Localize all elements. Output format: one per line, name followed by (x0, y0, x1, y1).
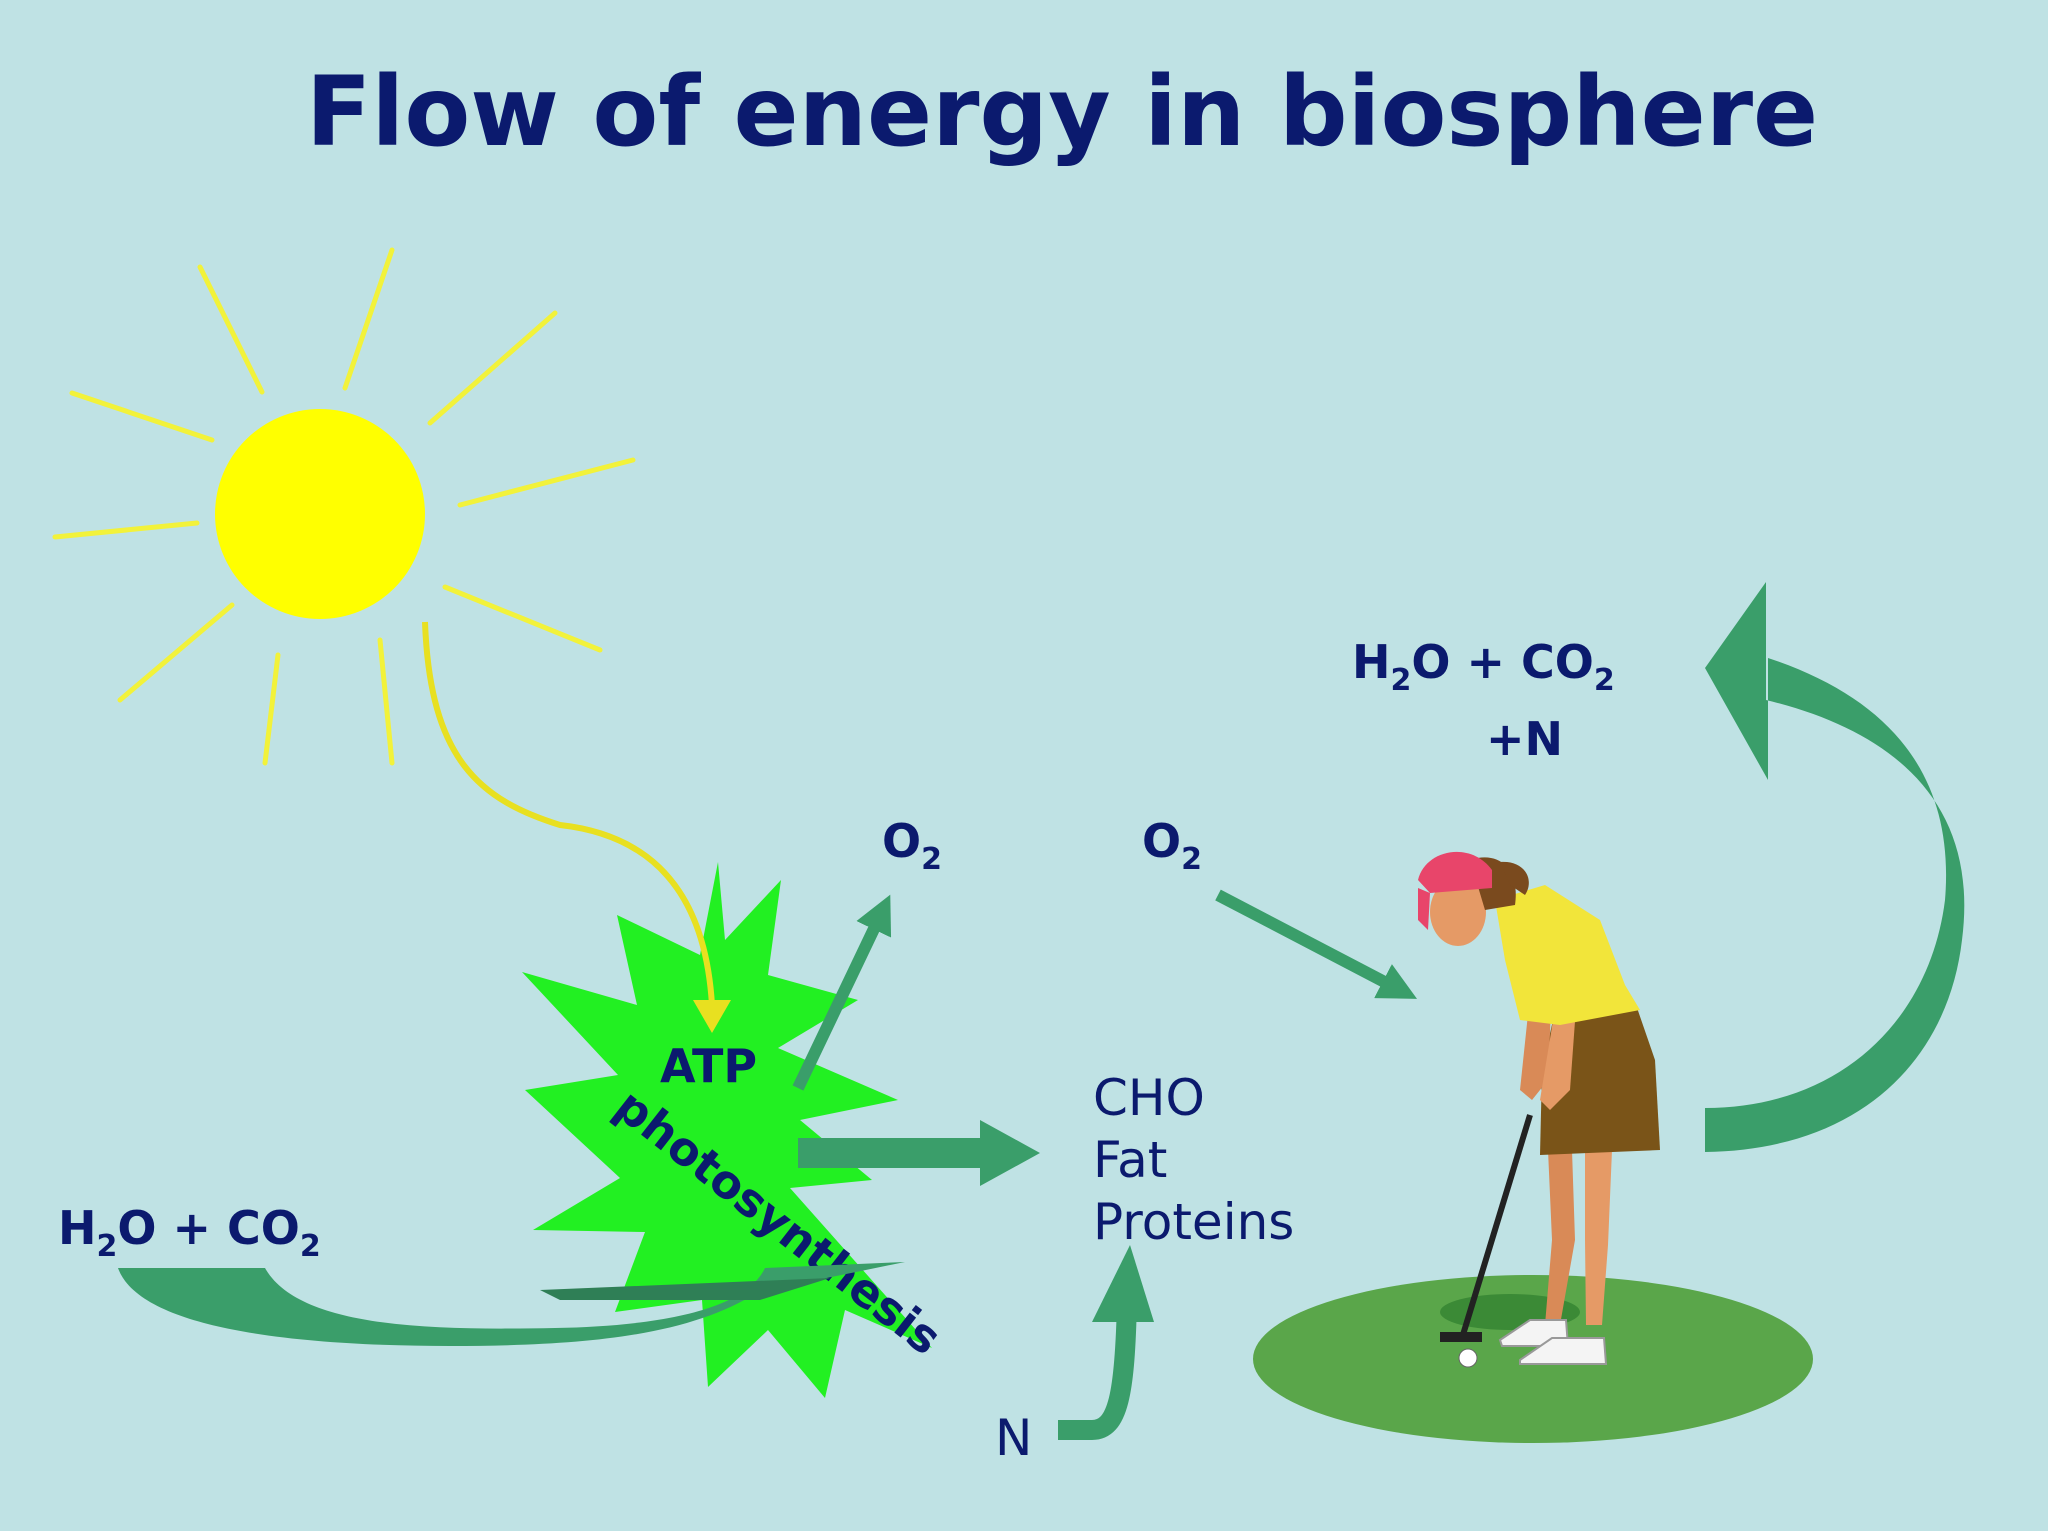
light-beam-arrowhead (693, 1000, 731, 1033)
products-right-label: H2O + CO2 (1352, 635, 1615, 698)
starburst-icon (522, 862, 932, 1398)
golfer-icon (1418, 851, 1660, 1368)
o2-right-label: O2 (1142, 814, 1202, 877)
o2-left-label: O2 (882, 814, 942, 877)
o2-release-arrow (792, 894, 892, 1091)
nutrients-arrow (798, 1120, 1040, 1186)
plus-n-label: +N (1486, 712, 1563, 766)
nutrient-proteins: Proteins (1093, 1193, 1294, 1251)
nitrogen-arrow (1058, 1299, 1137, 1440)
nitrogen-label: N (995, 1409, 1032, 1467)
nutrient-cho: CHO (1093, 1069, 1205, 1127)
page-title: Flow of energy in biosphere (306, 56, 1818, 168)
nutrient-fat: Fat (1093, 1131, 1167, 1189)
sun-icon (52, 247, 636, 766)
nitrogen-arrowhead (1092, 1245, 1154, 1322)
reactants-inflow-arrow (118, 1262, 905, 1346)
o2-intake-arrow (1215, 889, 1418, 999)
light-beam-arrow (422, 621, 715, 1006)
reactants-left-label: H2O + CO2 (58, 1201, 321, 1264)
atp-label: ATP (660, 1039, 757, 1093)
products-return-arrow (1705, 582, 1965, 1152)
